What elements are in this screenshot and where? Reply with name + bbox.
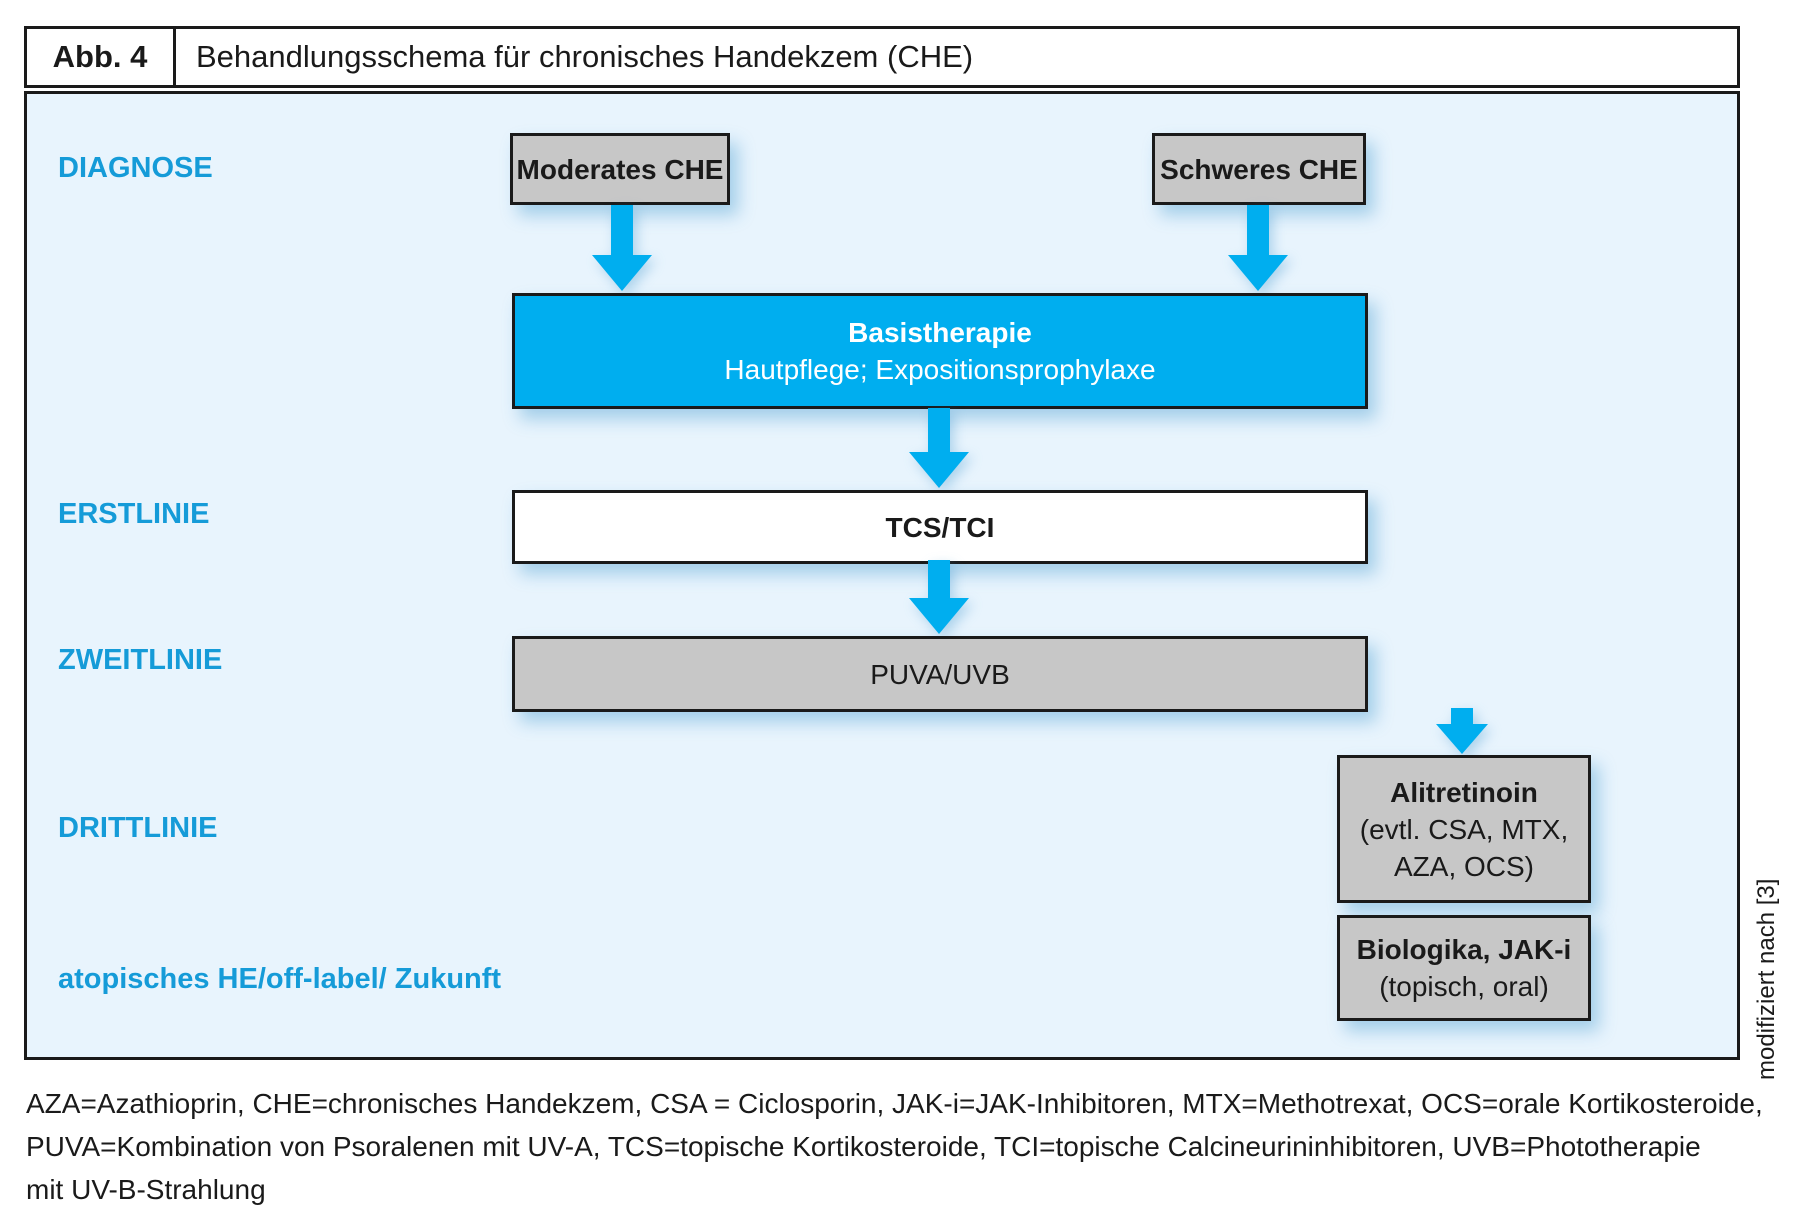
legend-line: PUVA=Kombination von Psoralenen mit UV-A… [26,1131,1701,1162]
node-biologika-sub: (topisch, oral) [1379,971,1549,1002]
figure-number-label: Abb. 4 [27,29,176,85]
row-label-diagnose: DIAGNOSE [58,152,213,184]
arrow-shaft [1451,708,1473,724]
arrow-shaft [928,408,950,452]
arrow-head [592,255,652,291]
node-moderates-che-label: Moderates CHE [516,153,724,185]
node-tcs-tci: TCS/TCI [512,490,1368,564]
node-tcs-tci-label: TCS/TCI [885,511,995,543]
node-alitretinoin: Alitretinoin (evtl. CSA, MTX, AZA, OCS) [1337,755,1591,903]
arrow-down-icon [1228,205,1288,291]
arrow-down-icon [592,205,652,291]
arrow-head [1228,255,1288,291]
node-alitretinoin-sub2: AZA, OCS) [1393,850,1534,882]
node-alitretinoin-title: Alitretinoin [1390,776,1538,808]
row-label-zweitlinie: ZWEITLINIE [58,644,223,676]
source-note: modifiziert nach [3] [1753,878,1780,1080]
node-alitretinoin-sub1: (evtl. CSA, MTX, [1359,813,1569,845]
arrow-down-icon [909,408,969,488]
arrow-down-icon [909,560,969,634]
arrow-head [909,598,969,634]
node-biologika-title: Biologika, JAK-i [1356,934,1572,965]
row-label-drittlinie: DRITTLINIE [58,812,218,844]
legend-line: AZA=Azathioprin, CHE=chronisches Handekz… [26,1088,1763,1119]
node-basistherapie-title: Basistherapie [848,317,1032,348]
abbreviation-legend: AZA=Azathioprin, CHE=chronisches Handekz… [26,1082,1766,1205]
legend-line: mit UV-B-Strahlung [26,1174,266,1205]
arrow-shaft [611,205,633,255]
node-biologika-jak-i: Biologika, JAK-i (topisch, oral) [1337,915,1591,1021]
node-basistherapie: Basistherapie Hautpflege; Expositionspro… [512,293,1368,409]
figure-header: Abb. 4 Behandlungsschema für chronisches… [24,26,1740,88]
node-puva-uvb-label: PUVA/UVB [870,658,1010,690]
node-basistherapie-subtitle: Hautpflege; Expositionsprophylaxe [724,354,1156,385]
node-moderates-che: Moderates CHE [510,133,730,205]
node-schweres-che: Schweres CHE [1152,133,1366,205]
arrow-shaft [1247,205,1269,255]
row-label-atopisches-he: atopisches HE/off-label/ Zukunft [58,963,502,995]
arrow-shaft [928,560,950,598]
arrow-head [909,452,969,488]
row-label-erstlinie: ERSTLINIE [58,498,210,530]
node-puva-uvb: PUVA/UVB [512,636,1368,712]
arrow-head [1436,724,1488,754]
figure-title: Behandlungsschema für chronisches Handek… [196,39,974,74]
arrow-down-icon [1436,708,1488,754]
node-schweres-che-label: Schweres CHE [1160,153,1358,185]
